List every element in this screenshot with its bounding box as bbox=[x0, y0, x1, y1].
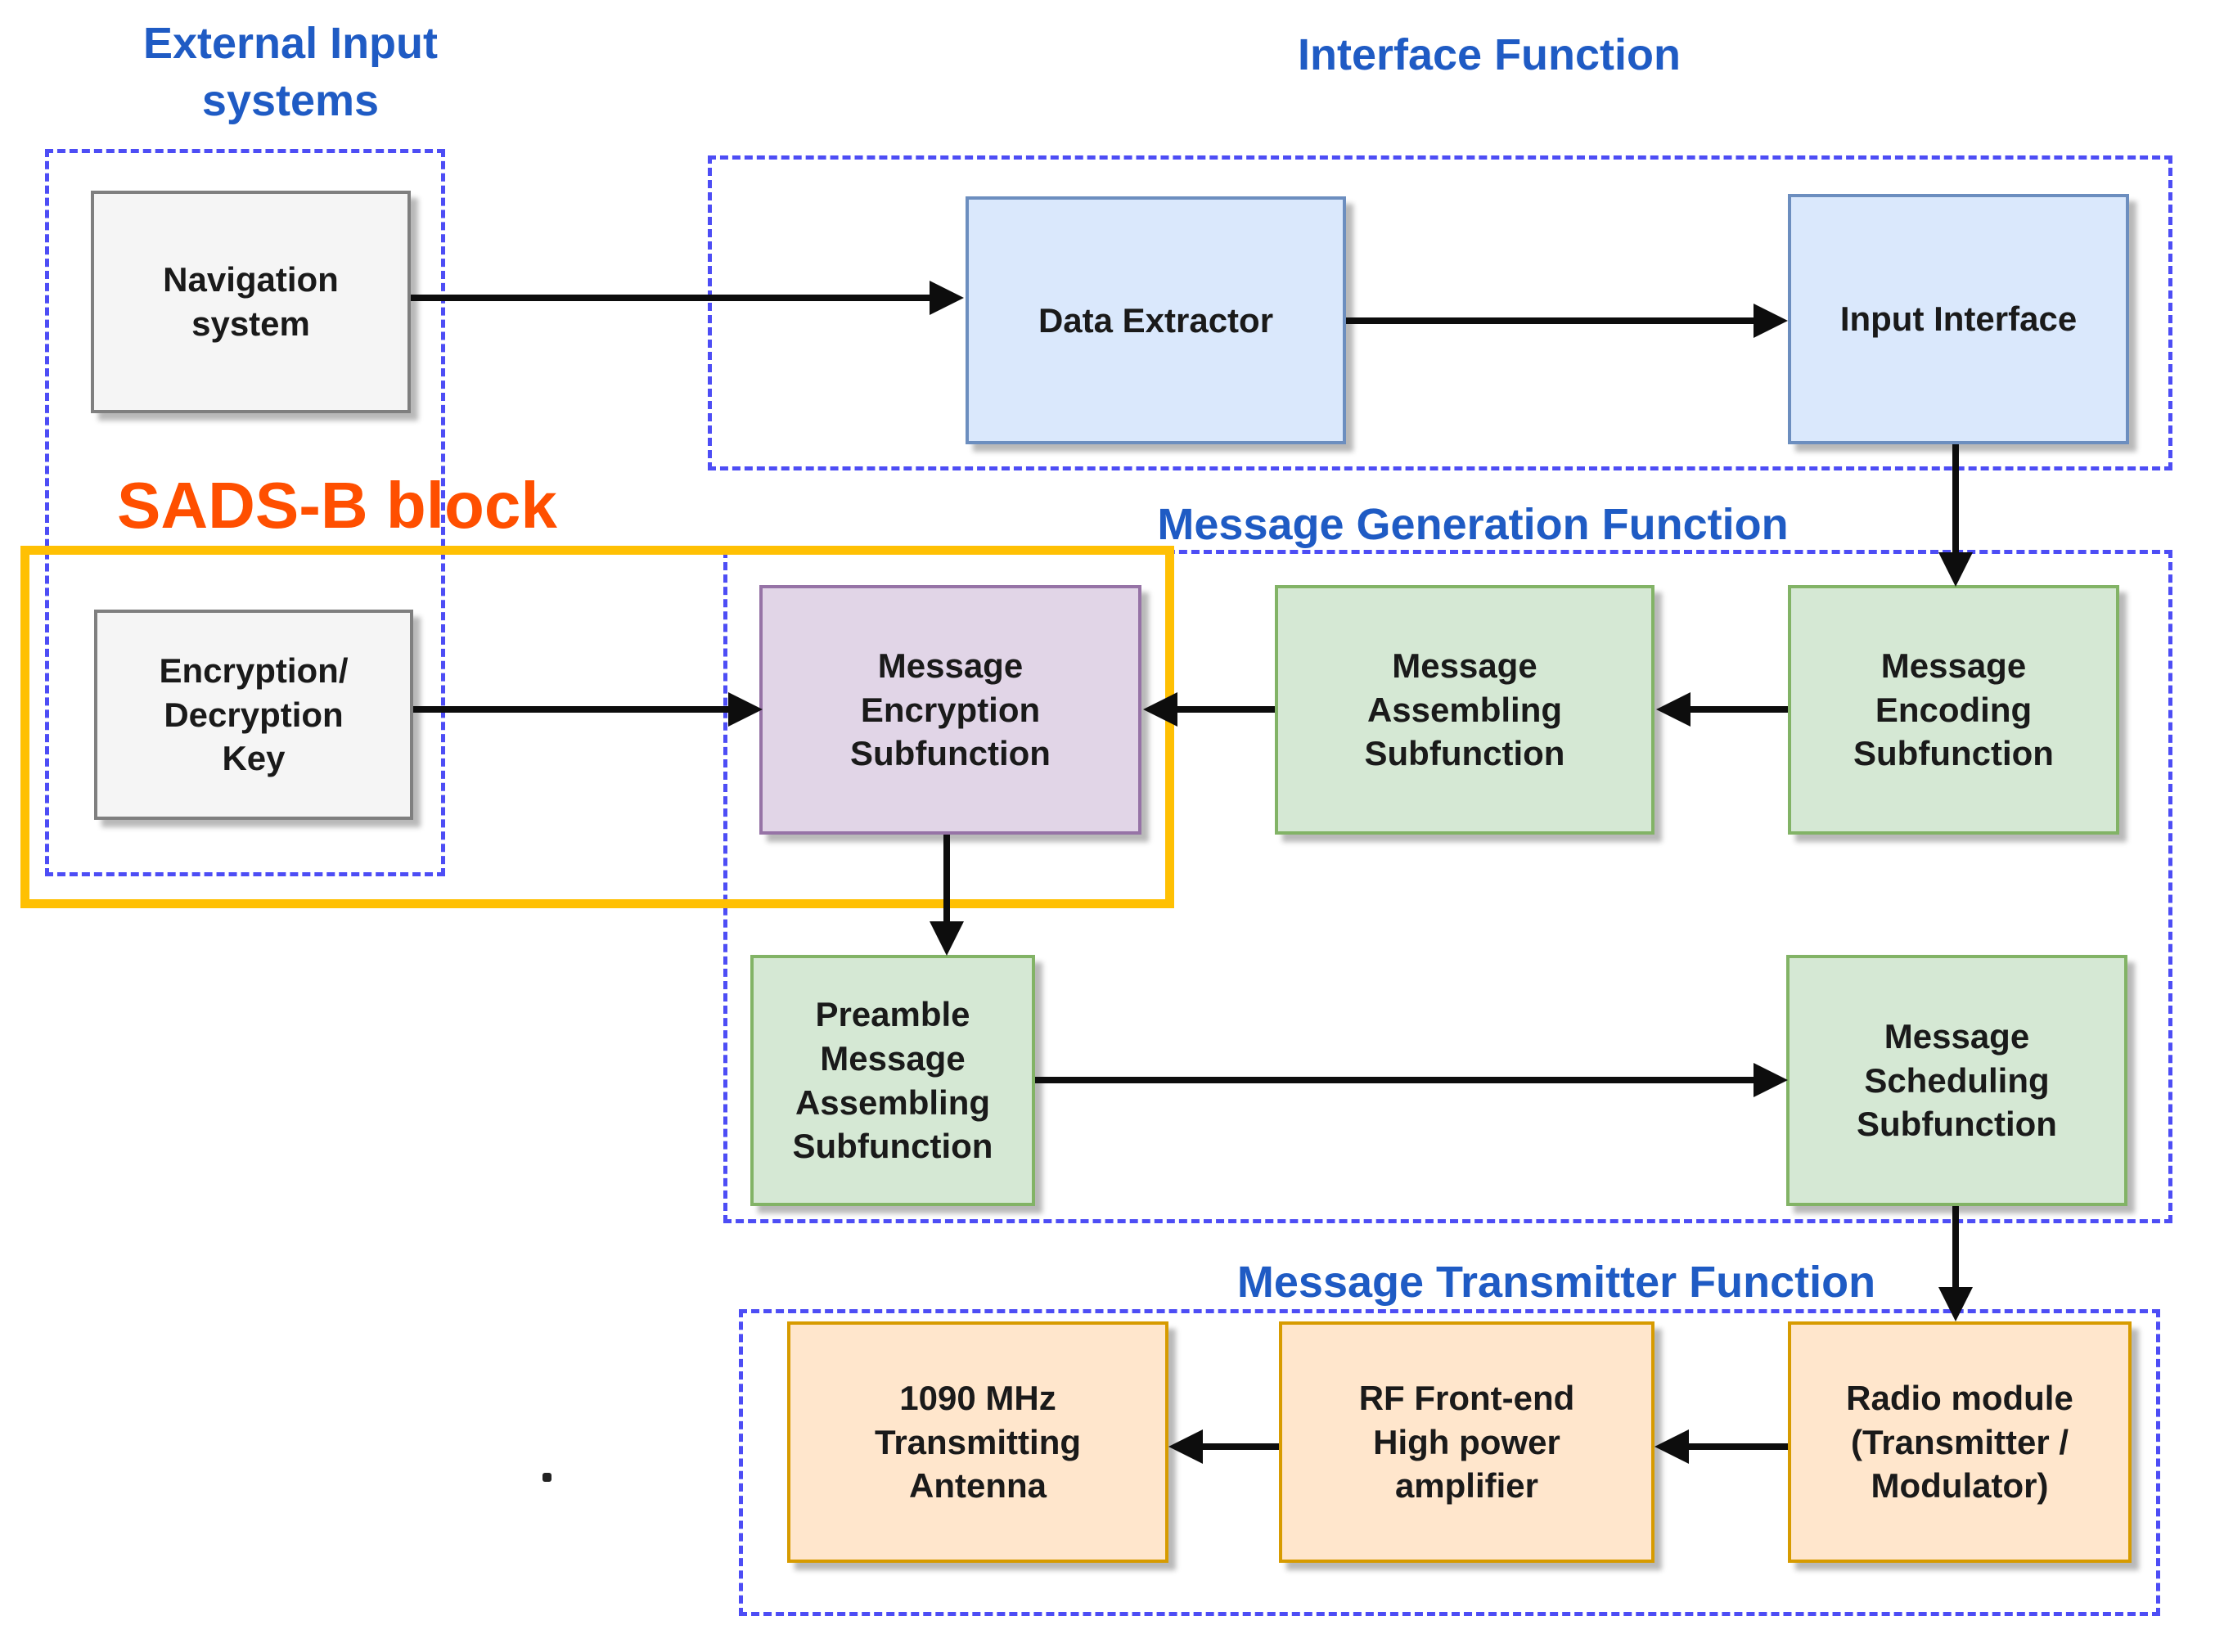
group-message-transmitter-function bbox=[739, 1309, 2160, 1616]
node-radio-module: Radio module (Transmitter / Modulator) bbox=[1788, 1321, 2132, 1563]
group-title-external-input-systems: External Input systems bbox=[142, 19, 439, 126]
arrowhead-preamble-to-message-scheduling bbox=[1754, 1063, 1788, 1097]
arrow-navigation-to-data-extractor bbox=[411, 295, 931, 301]
node-message-encryption-subfunction-label: Message Encryption Subfunction bbox=[850, 646, 1051, 773]
arrowhead-navigation-to-data-extractor bbox=[930, 281, 964, 315]
node-data-extractor-label: Data Extractor bbox=[1038, 300, 1274, 340]
arrow-message-encoding-to-message-assembling bbox=[1691, 706, 1788, 713]
arrow-radio-module-to-rf-front-end bbox=[1689, 1443, 1788, 1450]
node-encryption-decryption-key: Encryption/ Decryption Key bbox=[94, 610, 413, 820]
node-message-encryption-subfunction: Message Encryption Subfunction bbox=[759, 585, 1141, 835]
node-message-scheduling-subfunction-label: Message Scheduling Subfunction bbox=[1857, 1016, 2057, 1144]
node-message-encoding-subfunction: Message Encoding Subfunction bbox=[1788, 585, 2119, 835]
arrow-message-encryption-to-preamble bbox=[943, 835, 950, 925]
arrow-message-assembling-to-message-encryption bbox=[1176, 706, 1275, 713]
arrowhead-input-interface-to-message-encoding bbox=[1938, 552, 1973, 587]
arrow-encryption-key-to-message-encryption bbox=[413, 706, 730, 713]
node-message-assembling-subfunction: Message Assembling Subfunction bbox=[1275, 585, 1654, 835]
arrowhead-message-scheduling-to-radio-module bbox=[1938, 1287, 1973, 1321]
arrow-input-interface-to-message-encoding bbox=[1952, 444, 1959, 556]
node-radio-module-label: Radio module (Transmitter / Modulator) bbox=[1846, 1378, 2073, 1506]
sadsb-block-rect bbox=[20, 546, 1174, 908]
node-rf-front-end-amplifier: RF Front-end High power amplifier bbox=[1279, 1321, 1654, 1563]
arrowhead-message-encoding-to-message-assembling bbox=[1656, 692, 1691, 727]
arrowhead-encryption-key-to-message-encryption bbox=[728, 692, 763, 727]
node-message-encoding-subfunction-label: Message Encoding Subfunction bbox=[1853, 646, 2054, 773]
node-rf-front-end-amplifier-label: RF Front-end High power amplifier bbox=[1358, 1378, 1575, 1506]
group-external-input-systems bbox=[45, 149, 445, 876]
arrow-preamble-to-message-scheduling bbox=[1035, 1077, 1755, 1083]
sadsb-block-title: SADS-B block bbox=[117, 469, 557, 542]
node-data-extractor: Data Extractor bbox=[966, 196, 1346, 444]
node-preamble-message-assembling-subfunction: Preamble Message Assembling Subfunction bbox=[750, 955, 1035, 1206]
arrowhead-message-assembling-to-message-encryption bbox=[1143, 692, 1177, 727]
group-message-generation-function bbox=[723, 550, 2172, 1223]
arrowhead-message-encryption-to-preamble bbox=[930, 921, 964, 956]
group-title-message-transmitter-function: Message Transmitter Function bbox=[1236, 1258, 1876, 1307]
arrowhead-data-extractor-to-input-interface bbox=[1754, 304, 1788, 338]
node-1090mhz-transmitting-antenna-label: 1090 MHz Transmitting Antenna bbox=[874, 1378, 1082, 1506]
arrow-message-scheduling-to-radio-module bbox=[1952, 1206, 1959, 1290]
node-message-assembling-subfunction-label: Message Assembling Subfunction bbox=[1364, 646, 1565, 773]
arrowhead-radio-module-to-rf-front-end bbox=[1654, 1429, 1689, 1464]
node-1090mhz-transmitting-antenna: 1090 MHz Transmitting Antenna bbox=[787, 1321, 1168, 1563]
node-encryption-decryption-key-label: Encryption/ Decryption Key bbox=[159, 650, 349, 778]
node-navigation-system-label: Navigation system bbox=[163, 260, 339, 343]
arrowhead-rf-front-end-to-antenna bbox=[1168, 1429, 1203, 1464]
arrow-rf-front-end-to-antenna bbox=[1203, 1443, 1279, 1450]
stray-dot bbox=[542, 1473, 551, 1482]
arrow-data-extractor-to-input-interface bbox=[1346, 317, 1755, 324]
node-input-interface-label: Input Interface bbox=[1839, 299, 2078, 339]
node-input-interface: Input Interface bbox=[1788, 194, 2129, 444]
group-title-message-generation-function: Message Generation Function bbox=[1157, 500, 1789, 549]
group-interface-function bbox=[708, 155, 2172, 470]
node-message-scheduling-subfunction: Message Scheduling Subfunction bbox=[1786, 955, 2127, 1206]
group-title-interface-function: Interface Function bbox=[1297, 30, 1682, 79]
node-preamble-message-assembling-subfunction-label: Preamble Message Assembling Subfunction bbox=[792, 995, 993, 1166]
node-navigation-system: Navigation system bbox=[91, 191, 411, 413]
